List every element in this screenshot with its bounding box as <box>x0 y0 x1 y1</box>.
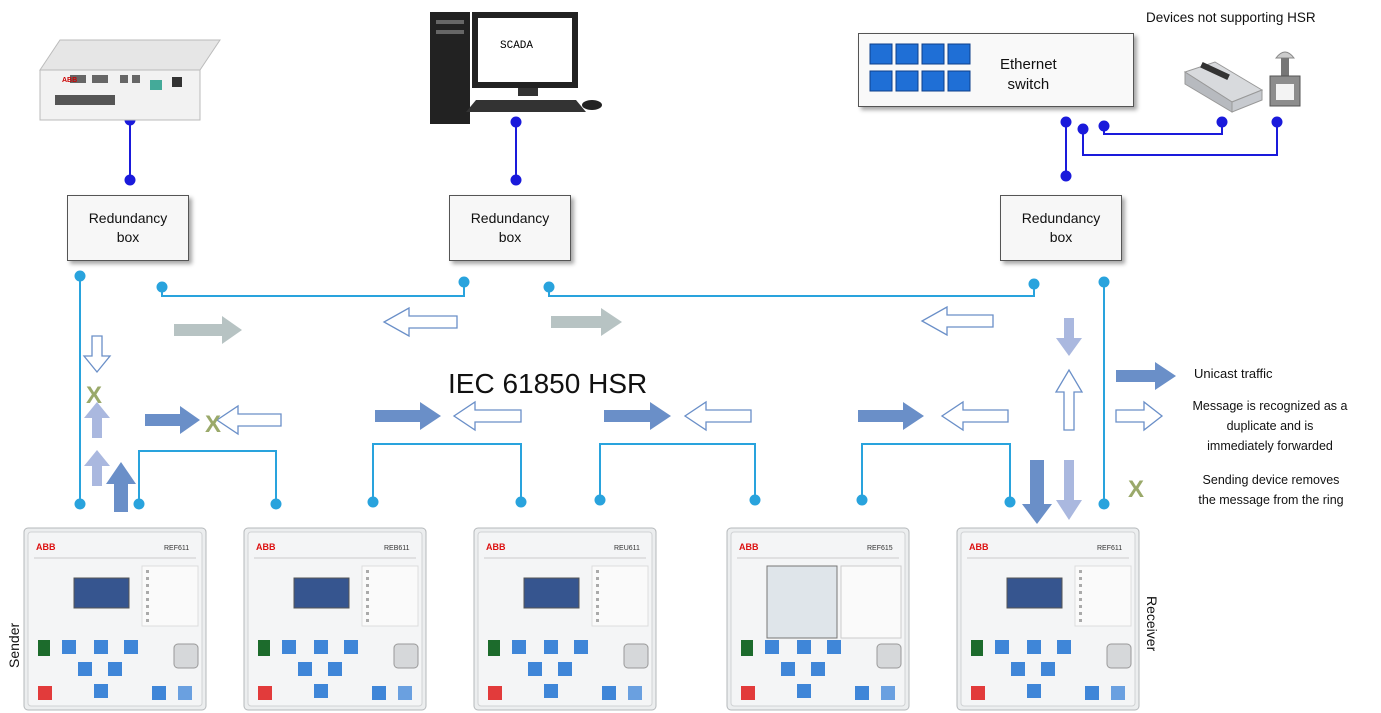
ied-relay-2: ABB REB611 <box>243 527 427 711</box>
x-marks: X X X <box>86 382 1144 503</box>
model-label: REF611 <box>164 545 189 552</box>
brand-label: ABB <box>486 542 506 552</box>
legend-duplicate-line2: duplicate and is <box>1226 419 1314 433</box>
model-label: REB611 <box>384 545 410 552</box>
ied-relay-1: ABB REF611 <box>23 527 207 711</box>
legend-duplicate-line3: immediately forwarded <box>1207 439 1333 453</box>
svg-text:X: X <box>1128 476 1144 503</box>
redundancy-box-line1: Redundancy <box>470 210 550 227</box>
scada-label: SCADA <box>500 40 534 52</box>
brand-label: ABB <box>36 542 56 552</box>
redundancy-box-3: Redundancy box <box>1000 195 1122 261</box>
redundancy-box-1: Redundancy box <box>67 195 189 261</box>
redundancy-box-line2: box <box>1049 229 1073 245</box>
legend-duplicate: Message is recognized as a duplicate and… <box>1170 396 1370 456</box>
redundancy-box-line1: Redundancy <box>88 210 168 227</box>
arrows-left-outline <box>215 305 1164 436</box>
ring-lines <box>74 270 1110 510</box>
model-label: REU611 <box>614 545 640 552</box>
arrows-right-light <box>174 308 622 344</box>
redundancy-box-line2: box <box>498 229 522 245</box>
model-label: REF615 <box>867 545 893 552</box>
upper-connections <box>124 114 1283 186</box>
redundancy-box-2: Redundancy box <box>449 195 571 261</box>
ied-relay-4: ABB REF615 <box>726 527 910 711</box>
model-label: REF611 <box>1097 545 1122 552</box>
svg-text:X: X <box>205 411 221 438</box>
svg-text:ABB: ABB <box>62 77 77 84</box>
diagram-title: IEC 61850 HSR <box>448 368 648 399</box>
redundancy-box-line2: box <box>116 229 140 245</box>
brand-label: ABB <box>739 542 759 552</box>
legend-remove-line2: the message from the ring <box>1198 493 1344 507</box>
brand-label: ABB <box>969 542 989 552</box>
legend-unicast: Unicast traffic <box>1194 366 1273 381</box>
legend-remove-line1: Sending device removes <box>1202 473 1340 487</box>
arrows-right-solid <box>145 362 1176 434</box>
switch-label-line1: Ethernet <box>1000 56 1057 73</box>
scada-computer-icon <box>430 12 602 124</box>
brand-label: ABB <box>256 542 276 552</box>
devices-not-supporting-label: Devices not supporting HSR <box>1146 10 1316 25</box>
gps-clock-icon <box>1269 51 1301 107</box>
printer-icon <box>1183 61 1264 113</box>
redundancy-box-line1: Redundancy <box>1021 210 1101 227</box>
svg-text:X: X <box>86 382 102 409</box>
arrows-vertical <box>82 318 1084 524</box>
ied-relay-3: ABB REU611 <box>473 527 657 711</box>
industrial-pc-icon: ABB <box>39 39 221 121</box>
legend-remove: Sending device removes the message from … <box>1166 470 1376 510</box>
ied-relay-5: ABB REF611 <box>956 527 1140 711</box>
switch-label-line2: switch <box>1007 76 1050 94</box>
ethernet-switch-label: Ethernet switch <box>1000 55 1057 96</box>
legend-duplicate-line1: Message is recognized as a <box>1192 399 1348 413</box>
